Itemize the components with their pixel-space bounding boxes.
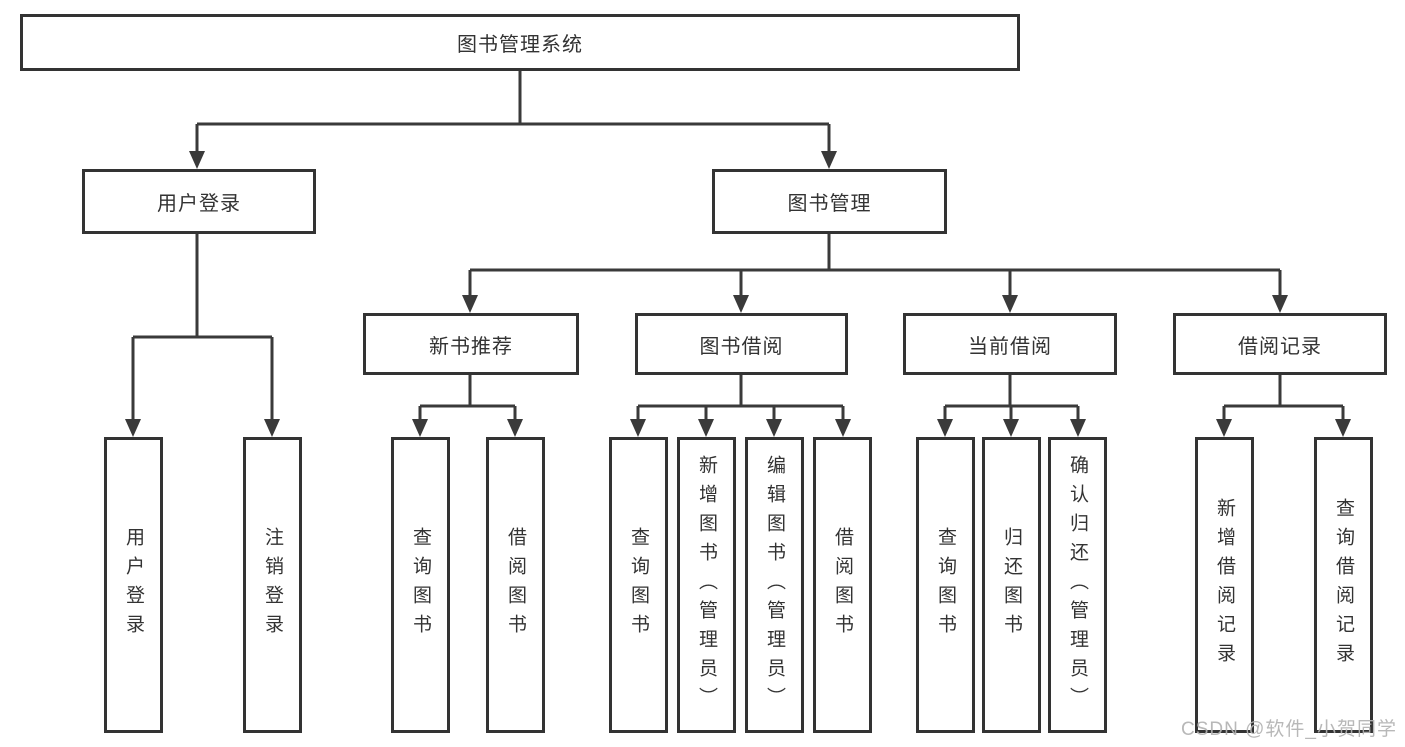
leaf-query-borrow-record: 查询借阅记录 bbox=[1314, 437, 1373, 733]
leaf-logout-login: 注销登录 bbox=[243, 437, 302, 733]
leaf-borrow-books-borrow: 借阅图书 bbox=[813, 437, 872, 733]
node-user-login: 用户登录 bbox=[82, 169, 316, 234]
csdn-watermark: CSDN @软件_小贺同学 bbox=[1181, 719, 1397, 740]
leaf-query-books-borrow: 查询图书 bbox=[609, 437, 668, 733]
leaf-query-books-current: 查询图书 bbox=[916, 437, 975, 733]
leaf-add-borrow-record: 新增借阅记录 bbox=[1195, 437, 1254, 733]
node-current-borrow: 当前借阅 bbox=[903, 313, 1117, 375]
node-root: 图书管理系统 bbox=[20, 14, 1020, 71]
node-book-borrow: 图书借阅 bbox=[635, 313, 848, 375]
leaf-add-book-admin: 新增图书（管理员） bbox=[677, 437, 736, 733]
leaf-borrow-books-newbook: 借阅图书 bbox=[486, 437, 545, 733]
node-new-book-recommend: 新书推荐 bbox=[363, 313, 579, 375]
leaf-confirm-return-admin: 确认归还（管理员） bbox=[1048, 437, 1107, 733]
leaf-query-books-newbook: 查询图书 bbox=[391, 437, 450, 733]
node-book-management: 图书管理 bbox=[712, 169, 947, 234]
leaf-user-login: 用户登录 bbox=[104, 437, 163, 733]
node-borrow-records: 借阅记录 bbox=[1173, 313, 1387, 375]
leaf-return-book: 归还图书 bbox=[982, 437, 1041, 733]
leaf-edit-book-admin: 编辑图书（管理员） bbox=[745, 437, 804, 733]
